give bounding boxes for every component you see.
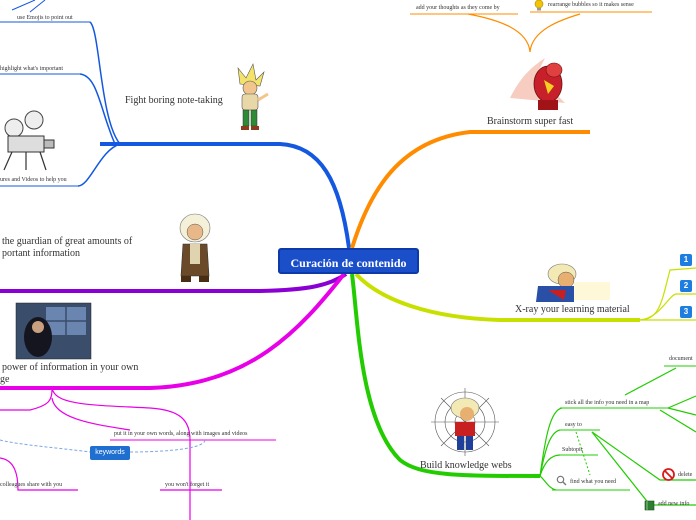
subtopic-document[interactable]: document	[669, 356, 693, 362]
character-brainstorm-illustration	[510, 58, 565, 110]
branch-guardian-label-line2[interactable]: portant information	[2, 248, 81, 259]
branch-power-label-line2[interactable]: ge	[0, 374, 10, 385]
subtopic-delete[interactable]: delete	[678, 472, 693, 478]
subtopic-forget[interactable]: you won't forget it	[165, 482, 210, 488]
branch-power-label-line1[interactable]: power of information in your own	[2, 362, 139, 373]
magnifier-icon	[556, 475, 567, 486]
central-topic-node[interactable]: Curación de contenido	[278, 248, 419, 274]
lightbulb-icon	[534, 0, 544, 11]
branch-xray-line	[354, 272, 640, 322]
subtopic-emojis[interactable]: use Emojis to point out	[17, 15, 73, 21]
number-badge-3: 3	[680, 306, 692, 318]
branch-build-label[interactable]: Build knowledge webs	[420, 460, 512, 471]
character-xray-illustration	[536, 263, 610, 302]
character-guardian-illustration	[179, 213, 211, 282]
subtopic-pictures[interactable]: ures and Videos to help you	[0, 177, 67, 183]
branch-xray-label[interactable]: X-ray your learning material	[515, 304, 630, 315]
branch-fight-line	[100, 142, 351, 249]
character-build-illustration	[431, 388, 499, 456]
book-icon	[644, 500, 655, 511]
keywords-tag[interactable]: keywords	[90, 446, 130, 460]
subtopic-rearrange[interactable]: rearrange bubbles so it makes sense	[548, 2, 634, 8]
number-badge-2: 2	[680, 280, 692, 292]
subtopic-add-new[interactable]: add new info	[658, 501, 690, 507]
number-badge-1: 1	[680, 254, 692, 266]
camera-illustration	[3, 110, 55, 171]
subtopic-subtopic[interactable]: Subtopic	[562, 447, 584, 453]
subtopic-highlight[interactable]: highlight what's important	[0, 66, 64, 72]
no-entry-icon	[662, 468, 675, 481]
branch-brainstorm-line	[350, 130, 590, 249]
branch-guardian-label-line1[interactable]: the guardian of great amounts of	[2, 236, 133, 247]
character-fight-illustration	[237, 63, 269, 130]
branch-build-line	[350, 273, 541, 478]
subtopic-thoughts[interactable]: add your thoughts as they come by	[416, 5, 500, 11]
subtopic-put-in-words[interactable]: put it in your own words, along with ima…	[114, 431, 248, 437]
power-photo	[15, 302, 92, 360]
branch-guardian-line	[0, 272, 348, 293]
branch-fight-label[interactable]: Fight boring note-taking	[125, 95, 223, 106]
subtopic-colleagues[interactable]: colleagues share with you	[0, 482, 63, 488]
subtopic-find[interactable]: find what you need	[570, 479, 617, 485]
subtopic-easy[interactable]: easy to	[565, 422, 582, 428]
branch-brainstorm-label[interactable]: Brainstorm super fast	[487, 116, 574, 127]
subtopic-stick[interactable]: stick all the info you need in a map	[565, 400, 650, 406]
branch-power-line	[0, 272, 346, 390]
